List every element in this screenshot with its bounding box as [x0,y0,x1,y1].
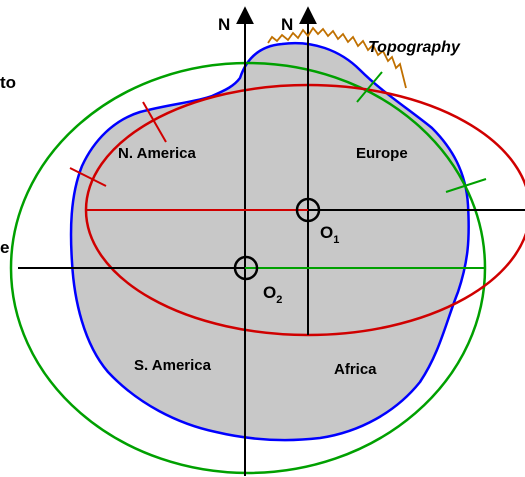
center-o2-marker [233,255,259,281]
left-edge-top-fragment: to [0,73,16,92]
europe-label: Europe [356,145,408,162]
north-america-label: N. America [118,145,196,162]
center-o1-label: O1 [320,223,339,246]
south-america-label: S. America [134,357,212,374]
landmass-shape [69,41,470,442]
normal-tick-green-europe-right [445,178,487,193]
africa-label: Africa [334,361,377,378]
normal-tick-red-north-america-upper [142,101,167,143]
left-edge-bottom-fragment: e [0,238,9,257]
normal-tick-red-north-america-lower [69,167,107,187]
topography-line [267,26,407,89]
center-o1-marker [295,197,321,223]
topography-label: Topography [368,39,461,56]
center-o2-label: O2 [263,283,282,306]
north-label-left: N [218,15,230,34]
north-label-right: N [281,15,293,34]
normal-tick-green-europe-upper [356,71,383,103]
